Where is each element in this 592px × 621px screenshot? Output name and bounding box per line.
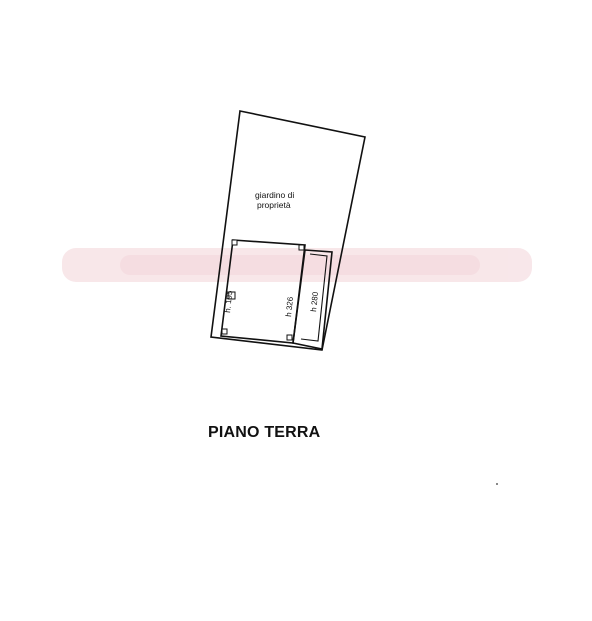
height-label-left: h. 195 bbox=[223, 290, 234, 314]
pillar-top-left bbox=[231, 239, 238, 246]
side-room-outline bbox=[292, 249, 333, 350]
pillar-bottom-left bbox=[221, 328, 228, 335]
height-label-right: h 280 bbox=[309, 291, 320, 312]
watermark-band bbox=[62, 248, 532, 282]
pillar-bottom-right bbox=[286, 334, 293, 341]
stray-mark bbox=[496, 483, 498, 485]
floor-title: PIANO TERRA bbox=[208, 424, 321, 441]
height-label-middle: h 326 bbox=[284, 296, 295, 317]
garden-label-line2: proprietà bbox=[257, 200, 291, 210]
height-marker-square bbox=[227, 291, 236, 300]
pillar-top-right bbox=[298, 244, 305, 251]
garden-label-line1: giardino di bbox=[255, 190, 294, 200]
property-boundary bbox=[210, 110, 366, 351]
side-room-inner-wall bbox=[300, 253, 328, 342]
